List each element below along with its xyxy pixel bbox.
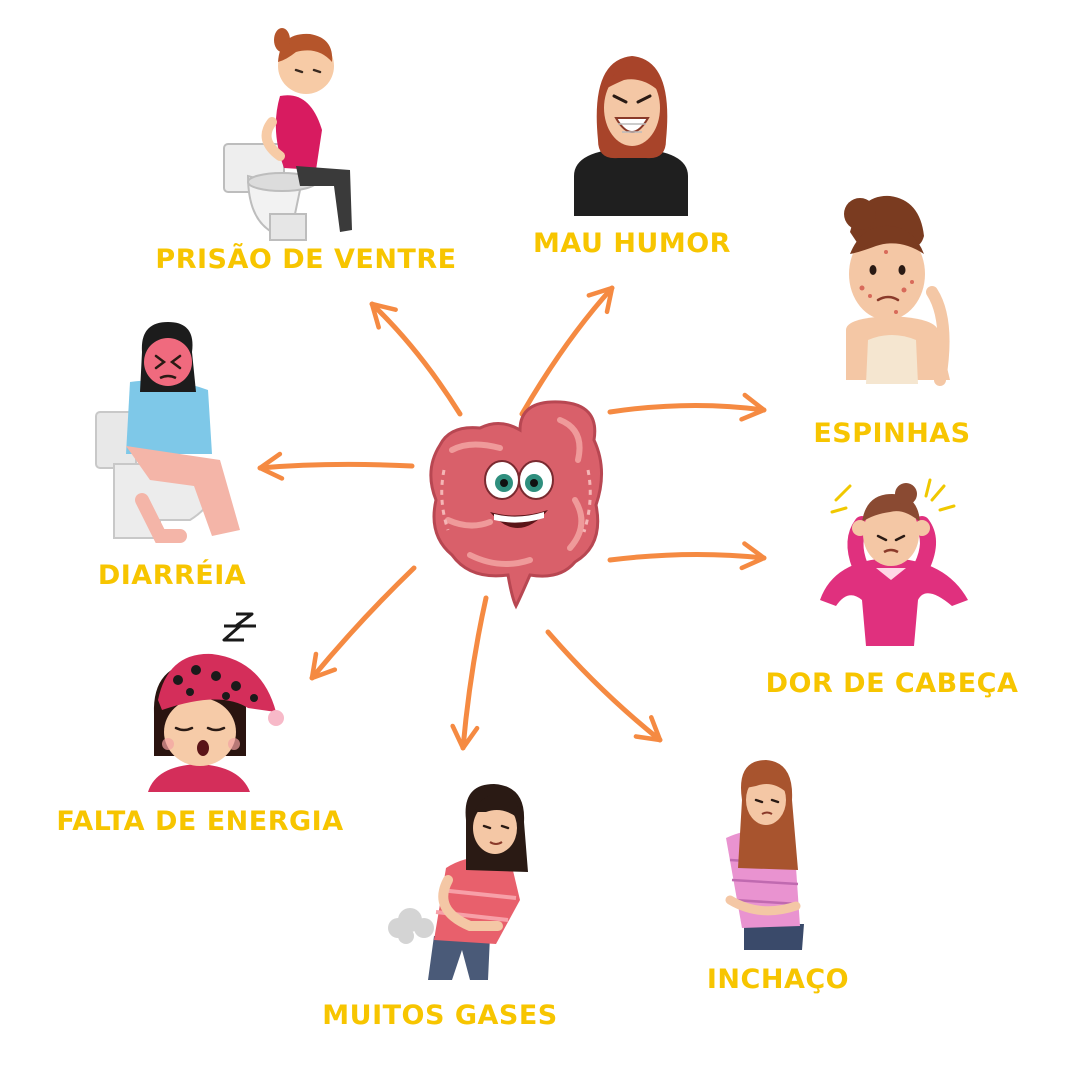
arrow-to-dor (607, 541, 767, 571)
arrow-to-falta (309, 565, 417, 681)
woman-on-toilet-icon (223, 28, 352, 241)
label-muitos-gases: MUITOS GASES (322, 1000, 558, 1031)
woman-headache-icon (820, 478, 968, 646)
arrow-to-mau (519, 285, 615, 417)
label-espinhas: ESPINHAS (813, 418, 971, 449)
label-dor-de-cabeca: DOR DE CABEÇA (765, 668, 1019, 699)
label-mau-humor: MAU HUMOR (533, 228, 731, 259)
label-falta-de-energia: FALTA DE ENERGIA (56, 806, 344, 837)
arrow-to-gases (450, 595, 489, 751)
woman-on-toilet-pain-icon (95, 322, 240, 543)
sleepy-girl-icon (148, 612, 284, 792)
label-prisao-de-ventre: PRISÃO DE VENTRE (155, 244, 457, 275)
woman-gas-icon (388, 784, 528, 980)
label-diarreia: DIARRÉIA (97, 560, 247, 591)
arrow-to-inchaco (545, 629, 663, 743)
woman-with-pimples-icon (844, 195, 950, 386)
arrow-to-prisao (369, 301, 463, 417)
arrow-to-espinhas (607, 392, 767, 422)
smiling-intestine-icon (429, 400, 604, 610)
label-inchaco: INCHAÇO (706, 964, 850, 995)
woman-bloated-icon (725, 760, 804, 950)
arrow-to-diarreia (257, 451, 415, 481)
angry-woman-icon (574, 56, 688, 216)
